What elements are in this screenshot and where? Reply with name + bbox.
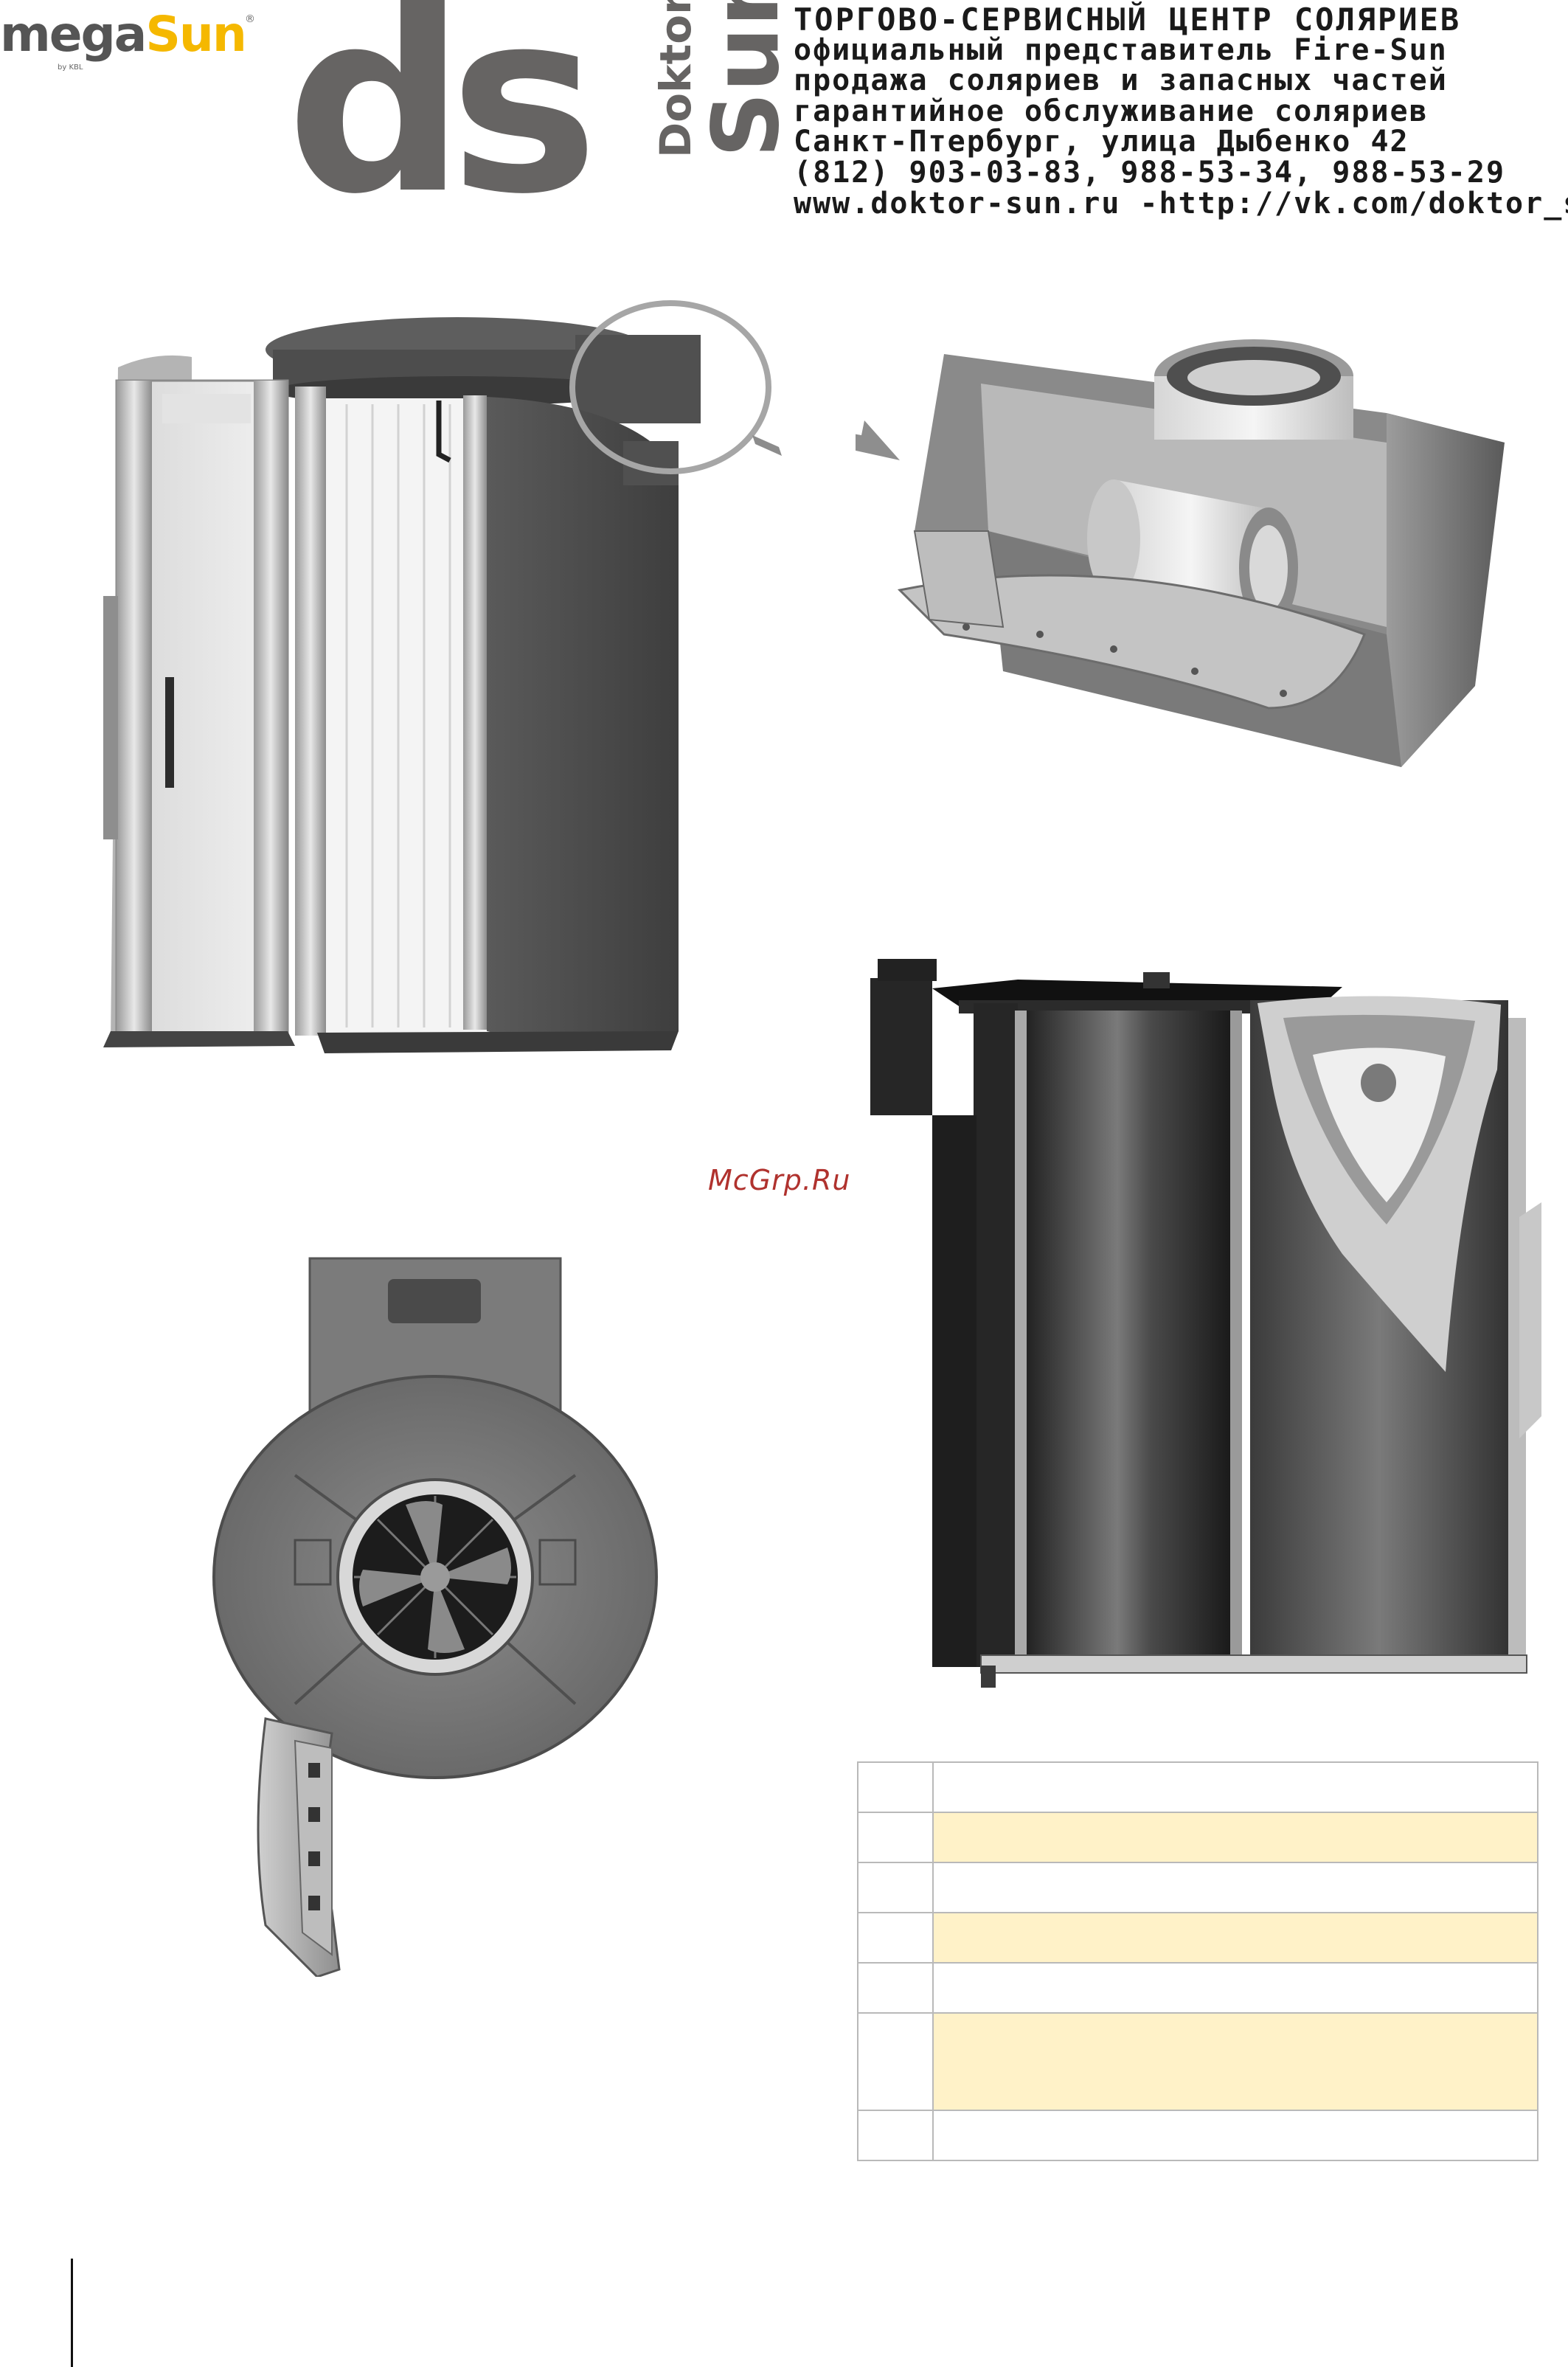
table-row	[857, 2012, 1538, 2111]
company-line-representative: официальный представитель Fire-Sun	[794, 32, 1448, 67]
table-row	[857, 2110, 1538, 2161]
brand-tagline: by KBL	[58, 63, 83, 72]
table-row	[857, 1812, 1538, 1863]
company-title: ТОРГОВО-СЕРВИСНЫЙ ЦЕНТР СОЛЯРИЕВ	[794, 1, 1462, 38]
solarium-section-figure	[870, 959, 1541, 1688]
company-websites: www.doktor-sun.ru -http://vk.com/doktor_…	[794, 186, 1568, 221]
ds-logo-letters: ds	[286, 0, 599, 249]
row-number-cell	[857, 1912, 934, 1964]
row-description-cell	[932, 1812, 1538, 1863]
watermark-text: McGrp.Ru	[708, 1164, 851, 1196]
row-number-cell	[857, 2012, 934, 2111]
row-number-cell	[857, 1862, 934, 1913]
row-number-cell	[857, 1962, 934, 2014]
fan-unit-detail-figure	[856, 339, 1505, 767]
row-description-cell	[932, 2012, 1538, 2111]
company-phones: (812) 903-03-83, 988-53-34, 988-53-29	[794, 155, 1506, 190]
company-info: ТОРГОВО-СЕРВИСНЫЙ ЦЕНТР СОЛЯРИЕВ официал…	[794, 1, 1568, 221]
table-row	[857, 1912, 1538, 1964]
company-address: Санкт-Птербург, улица Дыбенко 42	[794, 125, 1409, 159]
solarium-isometric-figure	[103, 300, 782, 1053]
table-row	[857, 1761, 1538, 1813]
row-number-cell	[857, 2110, 934, 2161]
row-description-cell	[932, 2110, 1538, 2161]
company-line-service: гарантийное обслуживание соляриев	[794, 94, 1429, 128]
megasun-logo: megaSun ® by KBL	[0, 10, 258, 77]
doktor-sun-logo: ds Doktor Sun	[286, 0, 799, 229]
parts-table	[857, 1761, 1538, 2161]
row-description-cell	[932, 1962, 1538, 2014]
megasun-wordmark: megaSun	[0, 6, 247, 63]
company-line-sales: продажа соляриев и запасных частей	[794, 63, 1448, 98]
table-row	[857, 1962, 1538, 2014]
solarium-top-view-figure	[212, 1257, 658, 1977]
row-number-cell	[857, 1812, 934, 1863]
table-row	[857, 1862, 1538, 1913]
doktor-sun-vertical-text: Doktor Sun	[651, 0, 799, 158]
row-description-cell	[932, 1912, 1538, 1964]
registered-mark: ®	[245, 13, 255, 25]
margin-rule	[71, 2259, 73, 2367]
row-description-cell	[932, 1761, 1538, 1813]
row-number-cell	[857, 1761, 934, 1813]
row-description-cell	[932, 1862, 1538, 1913]
